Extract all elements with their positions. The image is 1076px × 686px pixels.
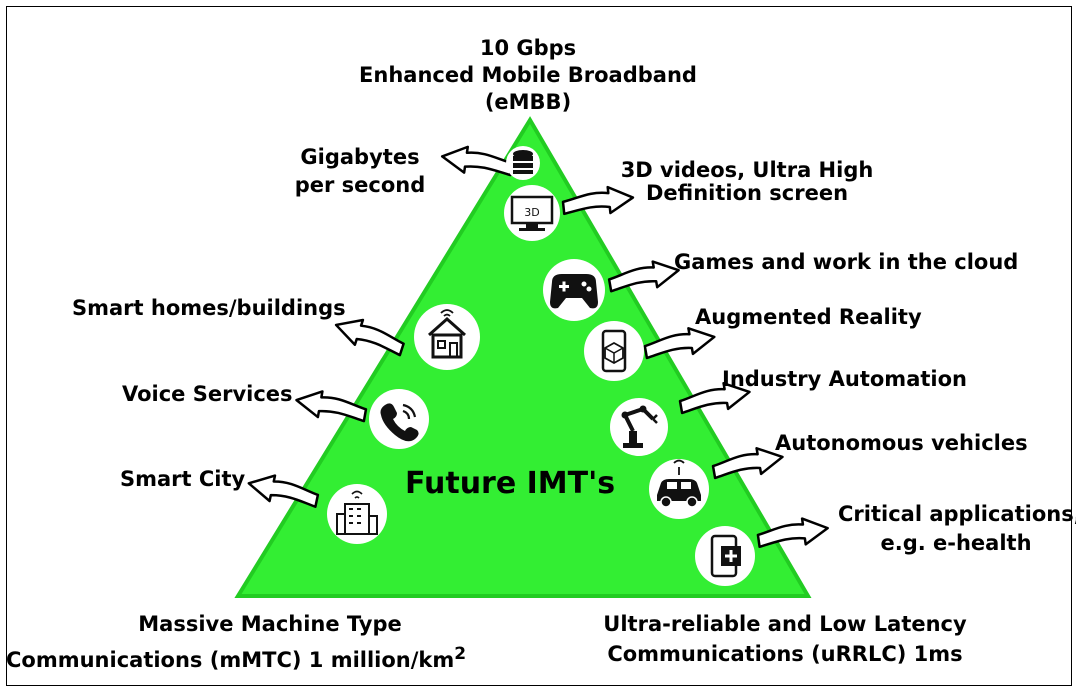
label-smart-city: Smart City bbox=[120, 467, 246, 491]
arrow-gigabytes bbox=[439, 142, 515, 181]
database-icon bbox=[506, 146, 540, 180]
urllc-line2: Communications (uRRLC) 1ms bbox=[607, 642, 963, 666]
embb-name: Enhanced Mobile Broadband bbox=[359, 63, 697, 87]
label-3d-videos-1: 3D videos, Ultra High bbox=[620, 158, 874, 182]
label-voice: Voice Services bbox=[122, 382, 293, 406]
arrow-games bbox=[606, 256, 683, 297]
label-gigabytes-1: Gigabytes bbox=[300, 145, 420, 169]
mmtc-line2: Communications (mMTC) 1 million/km2 bbox=[6, 641, 466, 673]
arrow-critical bbox=[755, 514, 831, 552]
robot-arm-icon bbox=[610, 398, 668, 456]
ar-phone-icon bbox=[584, 321, 644, 381]
gamepad-icon bbox=[543, 259, 605, 321]
label-gigabytes-2: per second bbox=[294, 173, 426, 197]
mmtc-line1: Massive Machine Type bbox=[138, 612, 402, 636]
center-title: Future IMT's bbox=[405, 466, 616, 501]
label-3d-videos-2: Definition screen bbox=[645, 181, 849, 205]
diagram-canvas: 3D bbox=[6, 6, 1076, 686]
svg-text:3D: 3D bbox=[524, 206, 539, 219]
mmtc-line2-text: Communications (mMTC) 1 million/km bbox=[6, 648, 455, 672]
arrow-smart-city bbox=[244, 469, 322, 512]
urllc-line1: Ultra-reliable and Low Latency bbox=[603, 612, 967, 636]
arrow-voice bbox=[293, 386, 369, 427]
smart-city-icon bbox=[327, 484, 387, 544]
label-games: Games and work in the cloud bbox=[674, 250, 1019, 274]
mmtc-line2-sup: 2 bbox=[454, 644, 467, 664]
label-critical-2: e.g. e-health bbox=[880, 531, 1032, 555]
phone-call-icon bbox=[369, 389, 429, 449]
ehealth-phone-icon bbox=[695, 526, 755, 586]
diagram-graphics: 3D bbox=[234, 116, 831, 598]
embb-abbr: (eMBB) bbox=[484, 90, 572, 114]
label-industry: Industry Automation bbox=[722, 367, 967, 391]
smart-home-icon bbox=[414, 304, 480, 370]
embb-speed: 10 Gbps bbox=[479, 36, 577, 60]
3d-screen-icon: 3D bbox=[504, 185, 560, 241]
label-ar: Augmented Reality bbox=[695, 305, 922, 329]
label-smart-homes: Smart homes/buildings bbox=[72, 296, 346, 320]
label-critical-1: Critical applications, bbox=[838, 502, 1076, 526]
autonomous-car-icon bbox=[649, 459, 709, 519]
label-vehicles: Autonomous vehicles bbox=[775, 431, 1028, 455]
